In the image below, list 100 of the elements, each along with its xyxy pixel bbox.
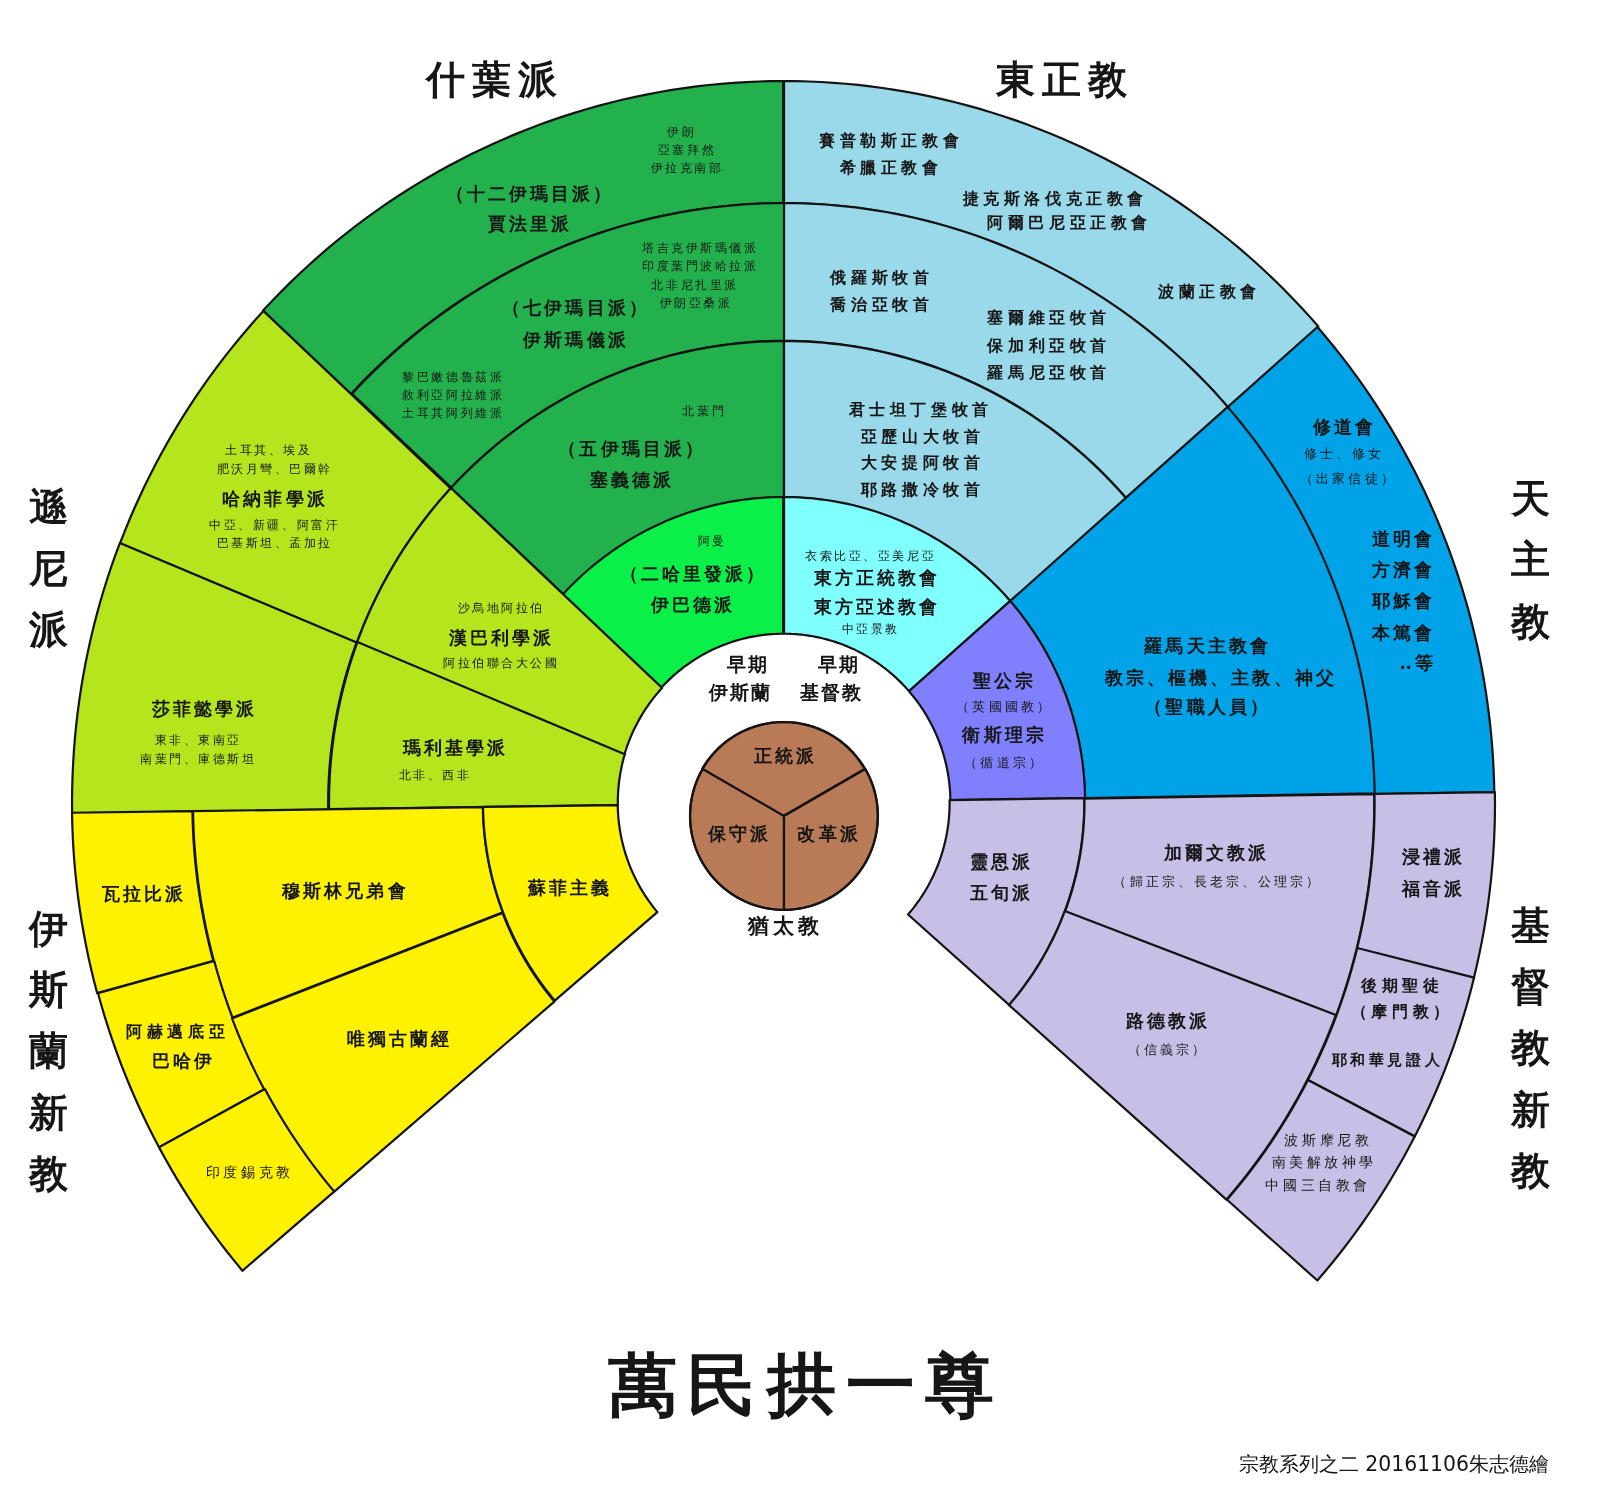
group-heading: 伊斯蘭新教 [28, 904, 70, 1198]
ring-segment [480, 803, 660, 1004]
branch-name: 聖公宗 [973, 671, 1037, 690]
branch-name: 穆斯林兄弟會 [282, 881, 409, 900]
branch-name: 浸禮派 [1401, 847, 1465, 867]
branch-note: 北葉門 [682, 406, 727, 419]
branch-name: 巴哈伊 [151, 1052, 215, 1071]
branch-name: 漢巴利學派 [448, 628, 555, 647]
branch-note: 伊朗 [667, 126, 697, 139]
branch-note: 北非尼扎里派 [651, 279, 739, 292]
branch-name: 亞歷山大牧首 [860, 428, 985, 445]
branch-note: 衣索比亞、亞美尼亞 [805, 551, 937, 563]
branch-name: 耶路撒冷牧首 [860, 481, 985, 498]
title: 萬民拱一尊 [608, 1350, 1005, 1420]
branch-name: 伊巴德派 [651, 595, 736, 615]
branch-name: 衛斯理宗 [962, 725, 1047, 744]
group-heading: 東正教 [995, 60, 1134, 99]
branch-name: 哈納菲學派 [222, 489, 328, 509]
branch-note: 東非、東南亞 [154, 734, 242, 747]
branch-note: 敘利亞阿拉維派 [402, 390, 505, 402]
ring-segment [1224, 1077, 1417, 1283]
branch-note: 修士、修女 [1304, 447, 1385, 461]
branch-name: 波斯摩尼教 [1284, 1133, 1373, 1148]
branch-note: （英國國教） [956, 700, 1053, 714]
branch-name: 俄羅斯牧首 [830, 269, 934, 286]
branch-name: 君士坦丁堡牧首 [848, 402, 993, 419]
branch-name: 羅馬尼亞牧首 [987, 365, 1111, 382]
branch-note: 阿曼 [697, 535, 728, 548]
branch-note: 塔吉克伊斯瑪儀派 [642, 243, 759, 255]
group-heading: 天主教 [1510, 475, 1551, 646]
ring-label: 早期基督教 [799, 651, 865, 706]
branch-note: 巴基斯坦、孟加拉 [216, 538, 333, 550]
branch-name: 羅馬天主教會 [1144, 636, 1271, 656]
branch-name: 耶穌會 [1371, 591, 1436, 611]
branch-name: 靈恩派 [969, 853, 1034, 872]
branch-name: 印度錫克教 [205, 1166, 294, 1181]
branch-name: （二哈里發派） [619, 565, 768, 584]
branch-name: 賈法里派 [487, 215, 573, 234]
branch-name: 耶和華見證人 [1331, 1053, 1444, 1069]
branch-note: 印度葉門波哈拉派 [642, 261, 759, 274]
branch-name: 路德教派 [1125, 1012, 1210, 1031]
branch-name: 塞爾維亞牧首 [987, 310, 1111, 327]
branch-name: 福音派 [1401, 879, 1465, 898]
pie-slice [781, 767, 880, 913]
group-heading: 基督教新教 [1510, 901, 1551, 1195]
branch-name: （摩門教） [1350, 1004, 1454, 1021]
branch-note: 南葉門、庫德斯坦 [140, 754, 257, 767]
branch-note: （出家信徒） [1300, 471, 1397, 486]
branch-note: 亞塞拜然 [657, 145, 717, 157]
branch-name: （五伊瑪目派） [558, 439, 706, 459]
branch-name: 加爾文教派 [1164, 843, 1270, 863]
branch-name: 大安提阿牧首 [860, 455, 985, 472]
branch-name: （七伊瑪目派） [502, 298, 650, 318]
branch-note: （歸正宗、長老宗、公理宗） [1113, 875, 1323, 889]
branch-name: 唯獨古蘭經 [346, 1029, 453, 1048]
branch-name: 喬治亞牧首 [830, 296, 934, 314]
branch-note: 土耳其阿列維派 [402, 408, 505, 421]
branch-name: 道明會 [1371, 529, 1436, 548]
ring-segment [190, 805, 505, 1020]
branch-name: 本篤會 [1371, 623, 1436, 642]
branch-name: 塞義德派 [590, 470, 675, 489]
branch-name: 賽普勒斯正教會 [819, 132, 964, 149]
branch-note: （信義宗） [1127, 1043, 1208, 1057]
branch-name: 蘇菲主義 [527, 878, 612, 897]
branch-name: 中國三自教會 [1265, 1178, 1371, 1193]
branch-name: 南美解放神學 [1271, 1156, 1377, 1171]
branch-note: 中亞、新疆、阿富汗 [209, 519, 341, 532]
branch-name: 方濟會 [1371, 561, 1436, 580]
branch-name: 五旬派 [969, 883, 1034, 903]
branch-name: 教宗、樞機、主教、神父 [1105, 668, 1337, 687]
branch-note: 中亞景教 [841, 623, 900, 636]
branch-note: 伊朗亞桑派 [659, 298, 733, 310]
branch-name: （聖職人員） [1144, 697, 1271, 717]
ring-segment [156, 1087, 336, 1273]
branch-note: 肥沃月彎、巴爾幹 [216, 464, 333, 477]
branch-name: 改革派 [797, 824, 861, 843]
branch-name: 阿爾巴尼亞正教會 [987, 215, 1152, 232]
branch-name: 莎菲懿學派 [151, 699, 258, 719]
branch-name: 瓦拉比派 [102, 884, 187, 904]
branch-note: 土耳其、埃及 [224, 445, 313, 457]
branch-name: 保守派 [707, 824, 771, 843]
branch-name: 東方正統教會 [813, 568, 941, 587]
branch-name: 阿赫邁底亞 [126, 1023, 230, 1040]
group-heading: 猶太教 [748, 914, 824, 937]
branch-note: 沙烏地阿拉伯 [457, 603, 545, 616]
branch-name: 波蘭正教會 [1157, 283, 1261, 300]
branch-name: 伊斯瑪儀派 [523, 330, 629, 349]
credit-line: 宗教系列之二 20161106朱志德繪 [1238, 1454, 1549, 1475]
group-heading: 遜尼派 [28, 483, 70, 654]
branch-note: 北非、西非 [398, 769, 472, 782]
branch-name: 後期聖徒 [1361, 977, 1444, 994]
branch-name: （十二伊瑪目派） [445, 184, 615, 204]
branch-note: 阿拉伯聯合大公國 [443, 658, 560, 671]
branch-name: 修道會 [1312, 417, 1376, 436]
group-heading: 什葉派 [426, 60, 565, 99]
branch-name: 瑪利基學派 [402, 738, 509, 758]
branch-name: 希臘正教會 [839, 160, 943, 177]
ring-segment [906, 796, 1087, 1008]
branch-name: 東方亞述教會 [813, 597, 941, 617]
branch-note: 黎巴嫩德魯茲派 [402, 371, 505, 384]
